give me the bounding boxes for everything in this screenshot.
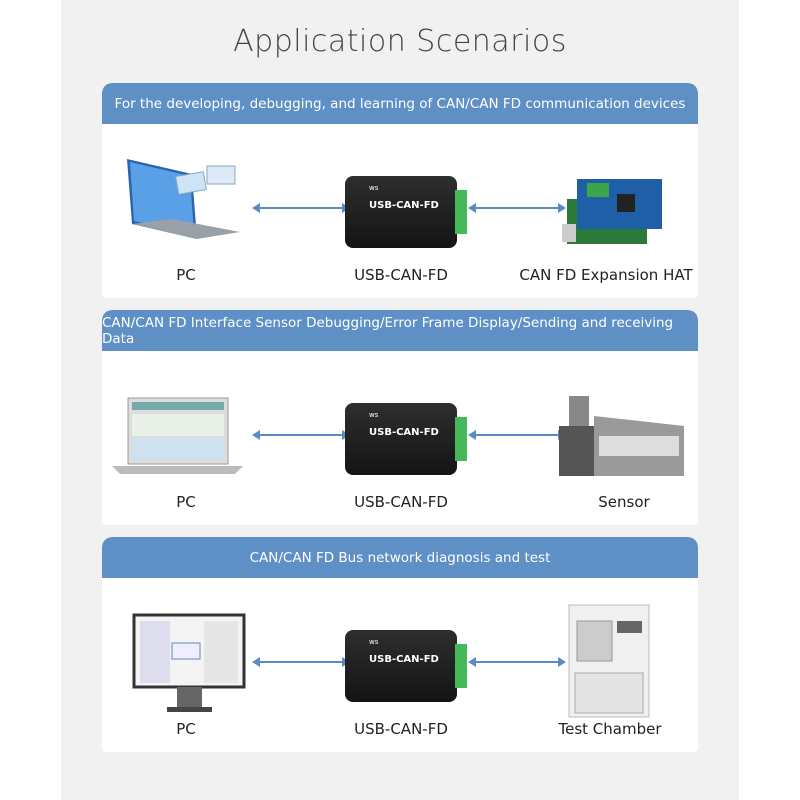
bidirectional-arrow xyxy=(468,430,566,440)
bidirectional-arrow xyxy=(252,657,350,667)
label-hat: CAN FD Expansion HAT xyxy=(519,266,693,284)
bidirectional-arrow xyxy=(468,657,566,667)
label-sensor: Sensor xyxy=(598,493,650,511)
bidirectional-arrow xyxy=(252,203,350,213)
laptop-with-mail-image xyxy=(127,159,240,239)
scenario-card-sensor: CAN/CAN FD Interface Sensor Debugging/Er… xyxy=(102,310,698,525)
label-device: USB-CAN-FD xyxy=(354,720,448,738)
scenario-header: For the developing, debugging, and learn… xyxy=(102,83,698,124)
scenario-header: CAN/CAN FD Interface Sensor Debugging/Er… xyxy=(102,310,698,351)
scenario-card-development: For the developing, debugging, and learn… xyxy=(102,83,698,298)
page-title: Application Scenarios xyxy=(233,24,567,59)
scenario-header: CAN/CAN FD Bus network diagnosis and tes… xyxy=(102,537,698,578)
label-pc: PC xyxy=(176,266,196,284)
sensor-machine-image xyxy=(559,396,684,476)
bidirectional-arrow xyxy=(252,430,350,440)
scenario-card-bus-diagnosis: CAN/CAN FD Bus network diagnosis and tes… xyxy=(102,537,698,752)
can-fd-hat-image xyxy=(562,179,662,244)
monitor-software-image xyxy=(132,613,246,712)
label-pc: PC xyxy=(176,720,196,738)
laptop-software-image xyxy=(112,397,243,474)
test-chamber-image xyxy=(568,604,650,718)
label-device: USB-CAN-FD xyxy=(354,493,448,511)
label-device: USB-CAN-FD xyxy=(354,266,448,284)
label-test-chamber: Test Chamber xyxy=(558,720,662,738)
label-pc: PC xyxy=(176,493,196,511)
bidirectional-arrow xyxy=(468,203,566,213)
